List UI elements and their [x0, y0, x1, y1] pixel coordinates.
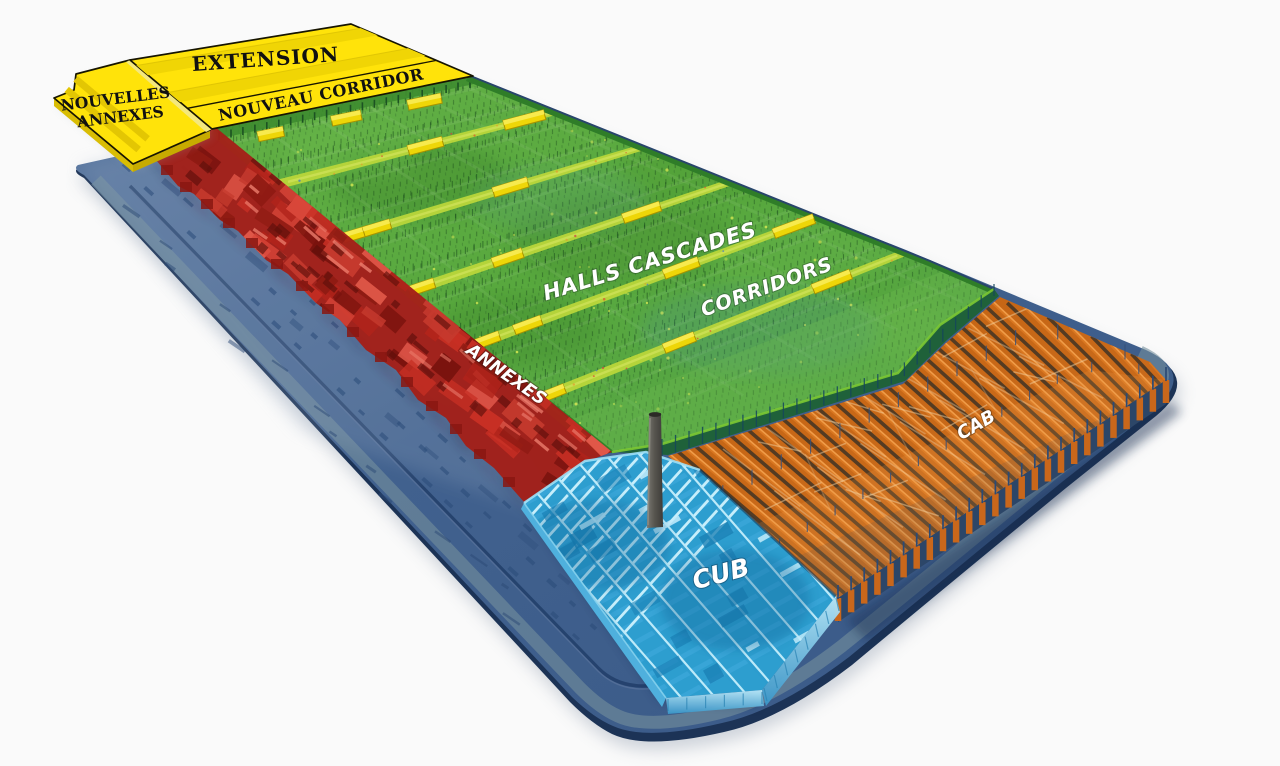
cub-cab-gap	[698, 468, 838, 598]
base-markings	[121, 142, 620, 641]
na-side-se	[133, 130, 210, 172]
cub-front-se	[762, 596, 840, 706]
se-wall-rim	[611, 287, 995, 454]
chimney-highlight	[647, 417, 651, 526]
chimney-shaft	[647, 413, 663, 528]
zone-extension	[53, 23, 474, 172]
cub-top-rim	[523, 450, 701, 505]
ne-edge-cap	[467, 74, 995, 290]
cab-front-face	[838, 380, 1166, 622]
cub-front-sw	[521, 503, 666, 707]
na-side-sw	[54, 98, 133, 172]
halls-texture	[216, 75, 994, 453]
chimney-top	[648, 412, 662, 417]
zone-cab	[668, 297, 1170, 622]
zone-annexes	[130, 126, 612, 502]
cub-front-s	[666, 690, 764, 714]
cab-footprint	[668, 297, 1166, 598]
ne-edge-band	[466, 75, 994, 293]
nw-columns-strip	[216, 75, 474, 138]
chimney	[647, 412, 663, 528]
corridor-pavilions	[256, 92, 854, 404]
ext-step-face	[126, 60, 212, 132]
cub-sw-rim	[523, 502, 667, 699]
